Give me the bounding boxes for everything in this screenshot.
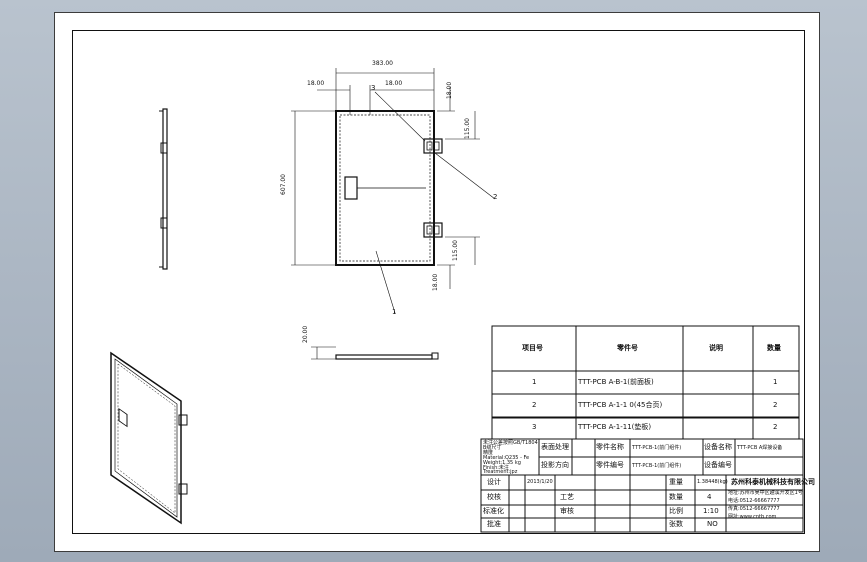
tb-note-1: 未注公差按照GB/T1804 <box>483 440 538 446</box>
tb-tolerance-label: 投影方向 <box>541 461 569 469</box>
tb-surface-label: 表面处理 <box>541 443 569 451</box>
tb-web: 网址:www.cntb.com <box>728 514 777 520</box>
tb-note-7: Treatment:jpz <box>483 469 518 475</box>
isometric-view <box>110 351 188 525</box>
parts-row-2-part: TTT-PCB A-1-1 0(45合页) <box>578 401 663 409</box>
drawing-sheet: 383.00 18.00 18.00 18.00 607.00 115.00 1… <box>54 12 820 552</box>
tb-note-5: Weight:1.35 kg <box>483 460 521 466</box>
tb-design-date: 2013/1/20 <box>527 479 553 485</box>
tb-note-2: B级尺寸 <box>483 445 502 451</box>
dim-height-total: 607.00 <box>280 174 287 195</box>
tb-part-name-label: 零件名称 <box>596 443 624 451</box>
tb-sheets-label: 张数 <box>669 520 683 528</box>
front-view <box>291 68 496 314</box>
tb-qty: 4 <box>707 493 712 501</box>
tb-design: 设计 <box>487 478 501 486</box>
parts-header-part: 零件号 <box>617 344 638 352</box>
parts-row-1-part: TTT-PCB A-B-1(前面板) <box>578 378 654 386</box>
parts-row-3-qty: 2 <box>773 423 778 431</box>
tb-note-4: Material:Q235 - Fe <box>483 455 530 461</box>
tb-std: 标准化 <box>483 507 504 515</box>
dim-top-offset: 18.00 <box>446 81 453 99</box>
side-view <box>159 108 168 270</box>
title-block-lines <box>480 438 804 533</box>
dim-left-offset: 18.00 <box>307 80 325 87</box>
tb-part-no-label: 零件编号 <box>596 461 624 469</box>
dim-hole-offset: 18.00 <box>385 80 403 87</box>
parts-row-2-qty: 2 <box>773 401 778 409</box>
tb-scale-label: 比例 <box>669 507 683 515</box>
tb-device-no-label: 设备编号 <box>704 461 732 469</box>
drawing-frame <box>72 30 805 534</box>
tb-company: 苏州科泰机械科技有限公司 <box>731 478 815 486</box>
callout-1: 1 <box>392 308 397 316</box>
tb-part-no: TTT-PCB-1(前门组件) <box>632 463 682 469</box>
tb-sheets: NO <box>707 520 718 528</box>
tb-process: 工艺 <box>560 493 574 501</box>
technical-drawing <box>110 68 804 533</box>
tb-approve: 批准 <box>487 520 501 528</box>
section-view <box>311 346 439 360</box>
tb-tel: 电话:0512-66667777 <box>728 498 780 504</box>
tb-weight: 1.38448(kg) <box>697 479 728 485</box>
tb-qty-label: 数量 <box>669 493 683 501</box>
tb-device-name-label: 设备名称 <box>704 443 732 451</box>
parts-row-1-item: 1 <box>532 378 537 386</box>
parts-row-3-part: TTT-PCB A-1-11(垫板) <box>578 423 652 431</box>
tb-part-name: TTT-PCB-1(前门组件) <box>632 445 682 451</box>
callout-3: 3 <box>371 84 376 92</box>
parts-row-3-item: 3 <box>532 423 537 431</box>
parts-header-desc: 说明 <box>709 344 723 352</box>
parts-row-2-item: 2 <box>532 401 537 409</box>
parts-row-1-qty: 1 <box>773 378 778 386</box>
tb-date-label: 审核 <box>560 507 574 515</box>
dim-width-total: 383.00 <box>372 60 393 67</box>
tb-fax: 传真:0512-66667777 <box>728 506 780 512</box>
dim-thickness: 20.00 <box>302 325 309 343</box>
tb-address: 地址:苏州市吴中区越溪开发区1号 <box>728 490 803 496</box>
dim-hinge-top: 115.00 <box>464 118 471 139</box>
tb-check: 校核 <box>487 493 501 501</box>
tb-device-name: TTT-PCB A焊接设备 <box>737 445 783 451</box>
tb-weight-label: 重量 <box>669 478 683 486</box>
dim-bottom-offset: 18.00 <box>432 273 439 291</box>
tb-note-3: 精度 <box>483 450 494 456</box>
parts-header-qty: 数量 <box>767 344 781 352</box>
parts-header-item: 项目号 <box>522 344 543 352</box>
callout-2: 2 <box>493 193 498 201</box>
tb-note-6: Finish:未注 <box>483 465 509 471</box>
dim-hinge-bottom: 115.00 <box>452 240 459 261</box>
tb-scale: 1:10 <box>703 507 719 515</box>
